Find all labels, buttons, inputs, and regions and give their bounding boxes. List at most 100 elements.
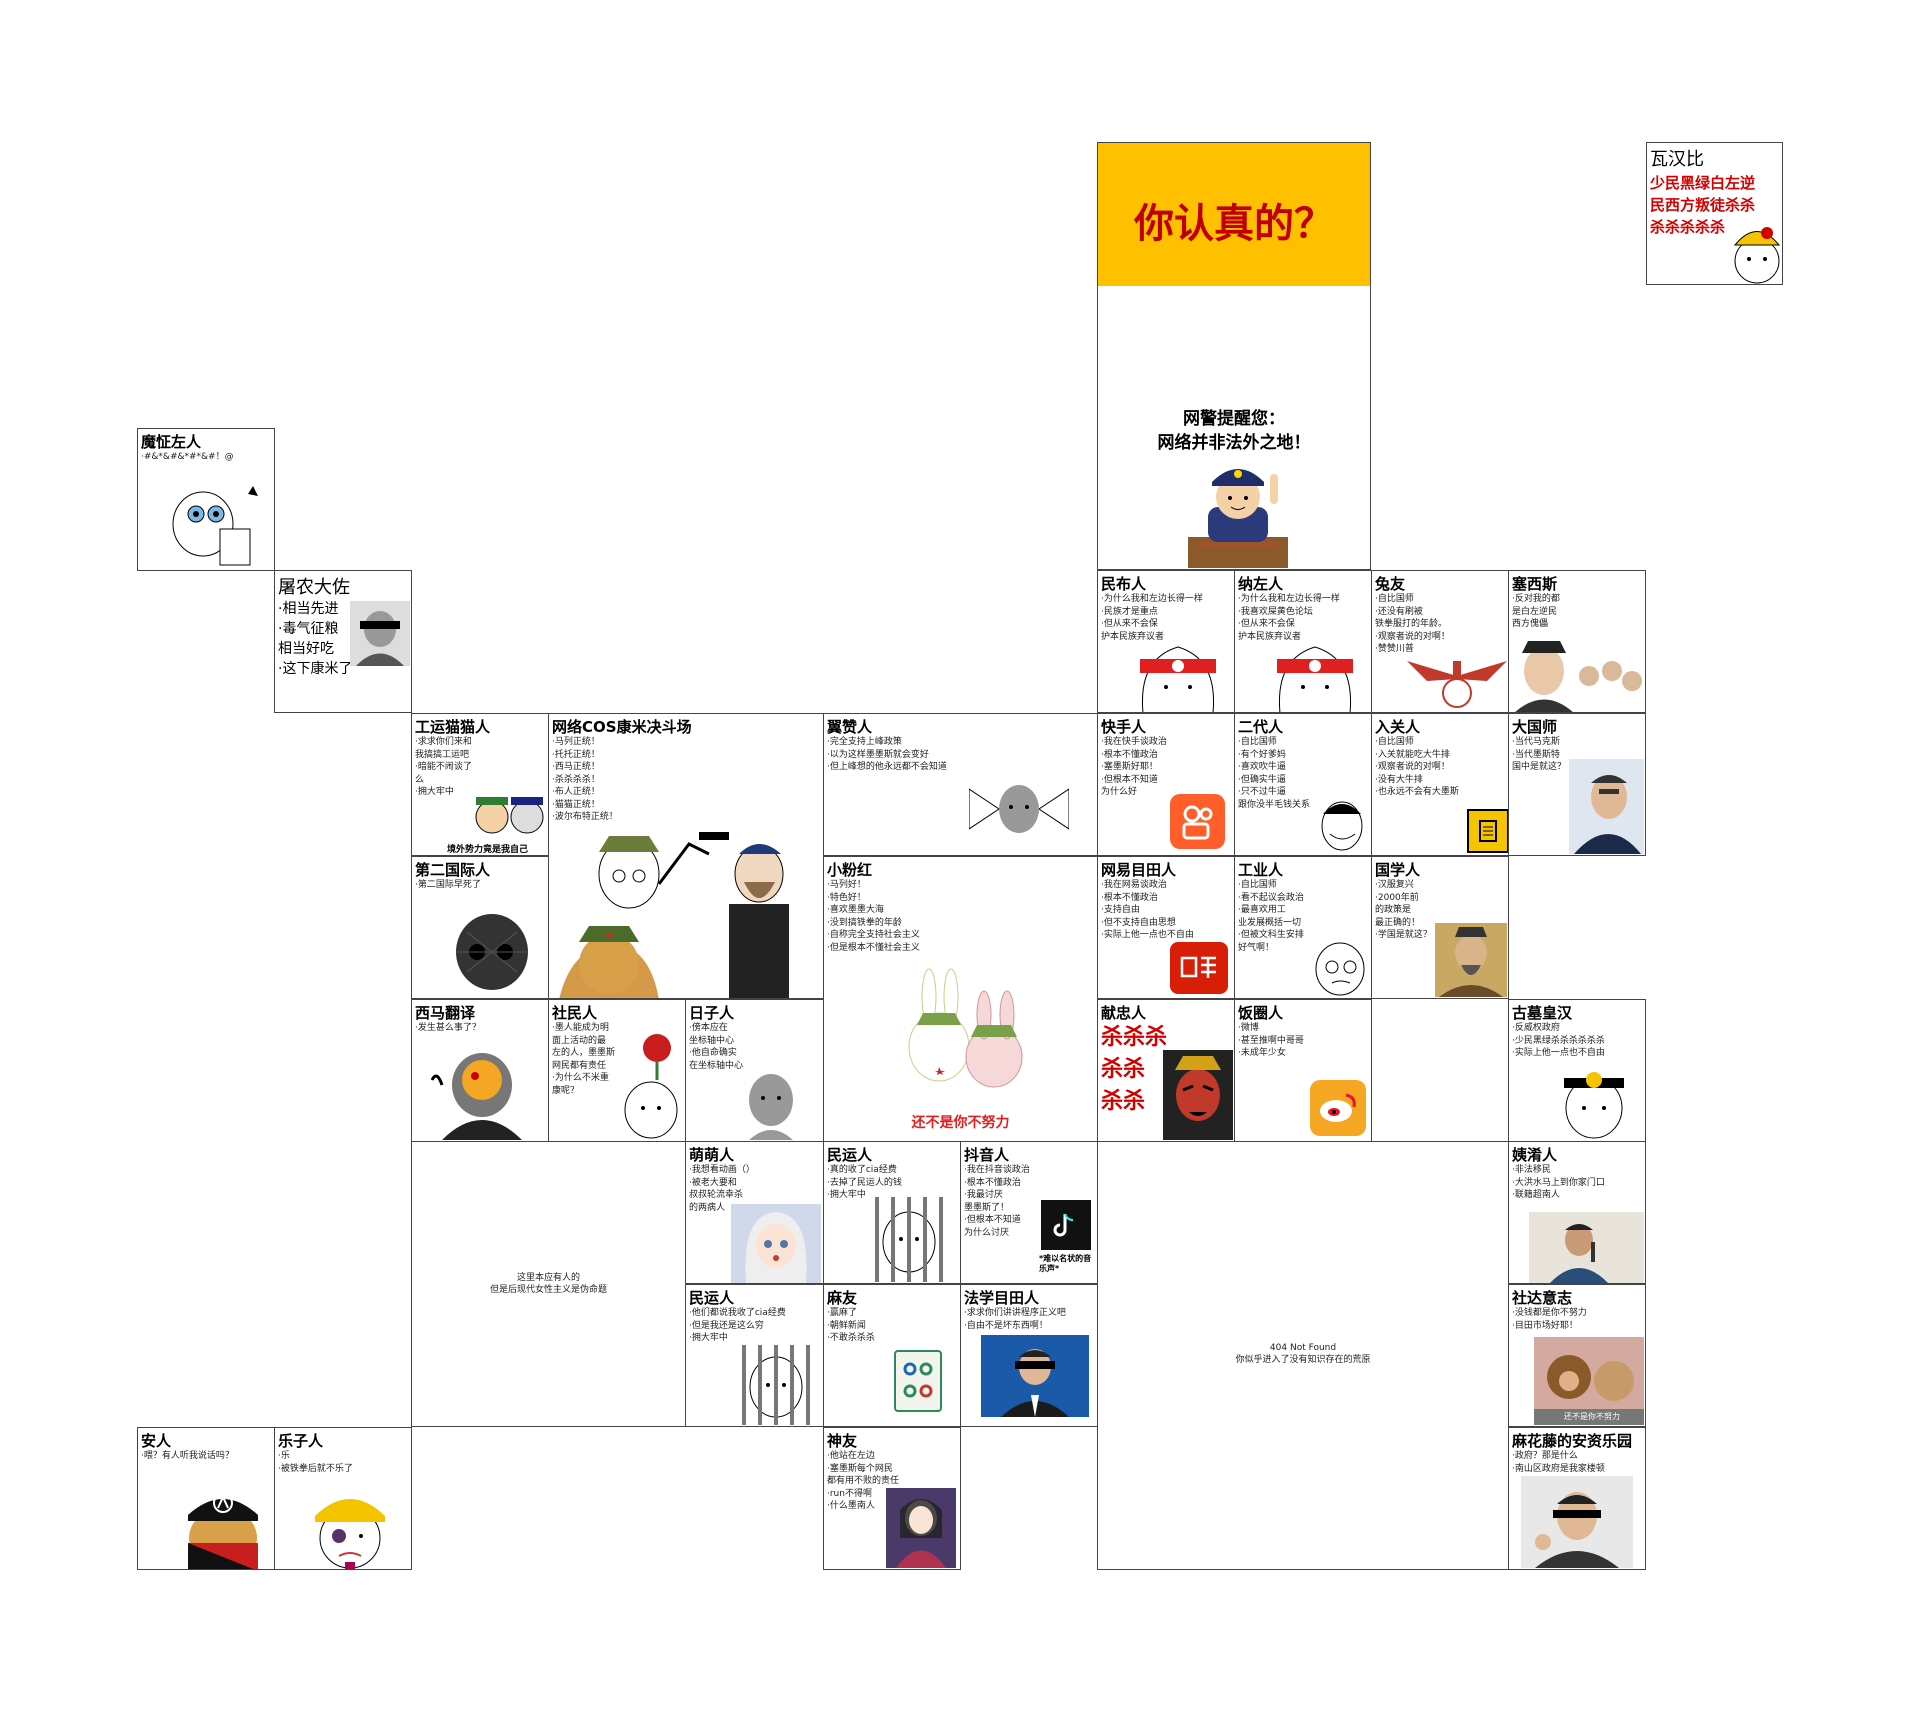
not-found-note: 404 Not Found 你似乎进入了没有知识存在的荒原 xyxy=(1098,1342,1508,1366)
cell-lines: ·赢麻了 ·朝鲜新闻 ·不敢杀杀杀 xyxy=(827,1307,875,1345)
cell-line: ·看不起议会政治 xyxy=(1238,892,1304,903)
empty-note: 这里本应有人的 但是后现代女性主义是伪命题 xyxy=(412,1272,685,1296)
cell-lines: ·马列好！ ·特色好！ ·喜欢墨墨大海 ·没到搞铁拳的年龄 ·自称完全支持社会主… xyxy=(827,879,920,954)
cell-title: 民运人 xyxy=(689,1289,735,1307)
wojak-glasses-icon xyxy=(1310,937,1370,997)
cell-line: ·拥大牢中 xyxy=(689,1333,728,1343)
cell-shenyou: 神友 ·他站在左边 ·塞墨斯每个网民 都有用不败的责任 ·run不得啊 ·什么墨… xyxy=(823,1427,961,1570)
cell-line: ·第二国际早死了 xyxy=(415,880,481,890)
cell-line: ·根本不懂政治 xyxy=(1101,892,1158,903)
cell-line: ·观察者说的对啊！ xyxy=(1375,762,1450,772)
cell-mayou: 麻友 ·赢麻了 ·朝鲜新闻 ·不敢杀杀杀 xyxy=(823,1284,961,1427)
cell-line: ·杀杀杀杀！ xyxy=(552,774,600,785)
cell-line: 为什么好 xyxy=(1101,787,1138,797)
cell-lines: ·自比国师 ·入关就能吃大牛排 ·观察者说的对啊！ ·没有大牛排 ·也永远不会有… xyxy=(1375,736,1459,799)
wahabi-line: 民西方叛徒杀杀 xyxy=(1650,196,1756,214)
cell-line: 康呢？ xyxy=(552,1085,580,1096)
cell-line: ·他们都说我收了cia经费 xyxy=(689,1308,786,1318)
empty-note-line: 这里本应有人的 xyxy=(516,1273,580,1283)
cell-minyun1: 民运人 ·真的收了cia经费 ·去掉了民运人的钱 ·拥大牢中 xyxy=(823,1141,961,1284)
cell-lines: ·第二国际早死了 xyxy=(415,879,481,892)
cell-caption: 还不是你不努力 xyxy=(1564,1412,1620,1421)
cell-lines: ·为什么我和左边长得一样 ·我喜欢屎黄色论坛 ·但从来不会保 护本民族弃议者 xyxy=(1238,593,1340,643)
cell-line: ·为什么我和左边长得一样 xyxy=(1101,594,1203,604)
not-found-line: 你似乎进入了没有知识存在的荒原 xyxy=(1235,1355,1371,1365)
cell-tunong: 屠农大佐 ·相当先进 ·毒气征粮 相当好吃 ·这下康米了 xyxy=(274,570,412,713)
cell-line: ·#&*&#&*#*&#！@ xyxy=(141,452,234,462)
cell-line: ·为什么我和左边长得一样 xyxy=(1238,594,1340,604)
cell-title: 神友 xyxy=(827,1432,858,1450)
rose-wojak-icon xyxy=(619,1030,684,1140)
cell-line: ·但是根本不懂社会主义 xyxy=(827,942,920,953)
cell-title: 姨淆人 xyxy=(1512,1146,1558,1164)
cell-line: ·真的收了cia经费 xyxy=(827,1165,897,1175)
cell-caption: *难以名状的音乐声* xyxy=(1039,1254,1092,1273)
cell-line: ·但被文科生安排 xyxy=(1238,930,1304,940)
bearded-philosopher-icon xyxy=(427,1040,537,1140)
cell-nazuo: 纳左人 ·为什么我和左边长得一样 ·我喜欢屎黄色论坛 ·但从来不会保 护本民族弃… xyxy=(1234,570,1372,713)
cell-lines: ·自比国师 ·还没有刷被 铁拳服打的年龄。 ·观察者说的对啊！ ·赞赞川普 xyxy=(1375,593,1450,656)
banner-cell: 你认真的？ xyxy=(1097,142,1371,287)
cell-line: 的两病人 xyxy=(689,1202,726,1213)
cell-line: ·相当先进 xyxy=(278,601,339,617)
cell-line: ·被铁拳后就不乐了 xyxy=(278,1463,353,1474)
cell-line: ·他站在左边 xyxy=(827,1451,875,1461)
cell-title: 网络COS康米决斗场 xyxy=(552,718,692,736)
cell-lines: ·我在抖音谈政治 ·根本不懂政治 ·我最讨厌 墨墨斯了！ ·但根本不知道 为什么… xyxy=(964,1164,1030,1239)
cell-title: 古墓皇汉 xyxy=(1512,1004,1573,1022)
cell-lines: ·我在网易谈政治 ·根本不懂政治 ·支持自由 ·但不支持自由思想 ·实际上他一点… xyxy=(1101,879,1194,942)
kill-line: 杀杀 xyxy=(1101,1057,1146,1082)
cell-title: 民运人 xyxy=(827,1146,873,1164)
cell-lines: ·#&*&#&*#*&#！@ xyxy=(141,451,234,464)
cell-line: ·还没有刷被 xyxy=(1375,606,1423,617)
cell-title: 国学人 xyxy=(1375,861,1421,879)
cell-line: ·少民黑绿杀杀杀杀杀杀 xyxy=(1512,1035,1605,1046)
banner-text: 你认真的？ xyxy=(1134,201,1334,247)
yellow-hat-clown-icon xyxy=(305,1478,395,1569)
wahabi-line: 少民黑绿白左逆 xyxy=(1650,174,1756,192)
cell-line: ·求求你们讲讲程序正义吧 xyxy=(964,1308,1066,1318)
cell-line: ·塞墨斯好耶！ xyxy=(1101,762,1158,772)
cell-lines: ·汉服复兴 ·2000年前 的政策是 最正确的！ ·学国是就这？ xyxy=(1375,879,1432,942)
cell-line: 左的人，墨墨斯 xyxy=(552,1048,616,1058)
kill-line: 杀杀杀 xyxy=(1101,1025,1168,1050)
cell-line: ·喜欢吹牛逼 xyxy=(1238,762,1286,772)
cell-line: ·发生甚么事了？ xyxy=(415,1023,481,1033)
censored-portrait-icon xyxy=(350,601,410,666)
anarchist-doge-icon xyxy=(178,1483,268,1569)
cell-line: ·我在抖音谈政治 xyxy=(964,1165,1030,1175)
cell-cos: 网络COS康米决斗场 ·马列正统！ ·托托正统！ ·西马正统！ ·杀杀杀杀！ ·… xyxy=(548,713,824,999)
wahabi-cell: 瓦汉比 少民黑绿白左逆 民西方叛徒杀杀 杀杀杀杀杀 xyxy=(1646,142,1783,285)
cell-line: 护本民族弃议者 xyxy=(1238,631,1302,642)
cell-line: ·赢麻了 xyxy=(827,1308,857,1318)
cell-lines: ·相当先进 ·毒气征粮 相当好吃 ·这下康米了 xyxy=(278,599,352,679)
not-found-line: 404 Not Found xyxy=(1269,1343,1337,1353)
cell-gumu: 古墓皇汉 ·反威权政府 ·少民黑绿杀杀杀杀杀杀 ·实际上他一点也不自由 xyxy=(1508,999,1646,1142)
cell-line: ·但是我还是这么穷 xyxy=(689,1320,764,1331)
cell-line: ·有个好爹妈 xyxy=(1238,749,1286,760)
duel-wojaks-icon xyxy=(549,814,823,998)
cell-line: ·暗能不闹谈了 xyxy=(415,762,472,772)
cell-caption: 还不是你不努力 xyxy=(911,1115,1010,1131)
cell-line: ·但根本不知道 xyxy=(964,1215,1021,1225)
cell-lines: ·墨人能成为明 面上活动的最 左的人，墨墨斯 网民都有责任 ·为什么不米重 康呢… xyxy=(552,1022,615,1097)
cell-line: ·没有大牛排 xyxy=(1375,774,1423,785)
cell-line: ·微博 xyxy=(1238,1023,1259,1033)
cell-empty-left: 这里本应有人的 但是后现代女性主义是伪命题 xyxy=(411,1141,686,1427)
wahabi-title: 瓦汉比 xyxy=(1650,149,1704,170)
cell-minbu: 民布人 ·为什么我和左边长得一样 ·民族才是重点 ·但从来不会保 护本民族弃议者 xyxy=(1097,570,1235,713)
cell-line: ·特色好！ xyxy=(827,892,866,903)
cell-title: 社民人 xyxy=(552,1004,598,1022)
cell-line: ·只不过牛逼 xyxy=(1238,787,1286,797)
cell-lines: ·喂？有人听我说话吗？ xyxy=(141,1450,234,1463)
cell-shedayi: 社达意志 ·没钱都是你不努力 ·目田市场好耶！ 还不是你不努力 xyxy=(1508,1284,1646,1427)
cell-line: ·汉服复兴 xyxy=(1375,880,1414,890)
cell-line: ·最喜欢用工 xyxy=(1238,905,1286,915)
cell-line: ·拥大牢中 xyxy=(415,787,454,797)
cell-ximafanyi: 西马翻译 ·发生甚么事了？ xyxy=(411,999,549,1142)
cell-title: 工业人 xyxy=(1238,861,1284,879)
cell-tuyou: 兔友 ·自比国师 ·还没有刷被 铁拳服打的年龄。 ·观察者说的对啊！ ·赞赞川普 xyxy=(1371,570,1509,713)
cell-lines: ·自比国师 ·有个好爹妈 ·喜欢吹牛逼 ·但确实牛逼 ·只不过牛逼 跟你没半毛钱… xyxy=(1238,736,1310,811)
cell-title: 乐子人 xyxy=(278,1432,324,1450)
cell-xiaofenhong: 小粉红 ·马列好！ ·特色好！ ·喜欢墨墨大海 ·没到搞铁拳的年龄 ·自称完全支… xyxy=(823,856,1098,1142)
